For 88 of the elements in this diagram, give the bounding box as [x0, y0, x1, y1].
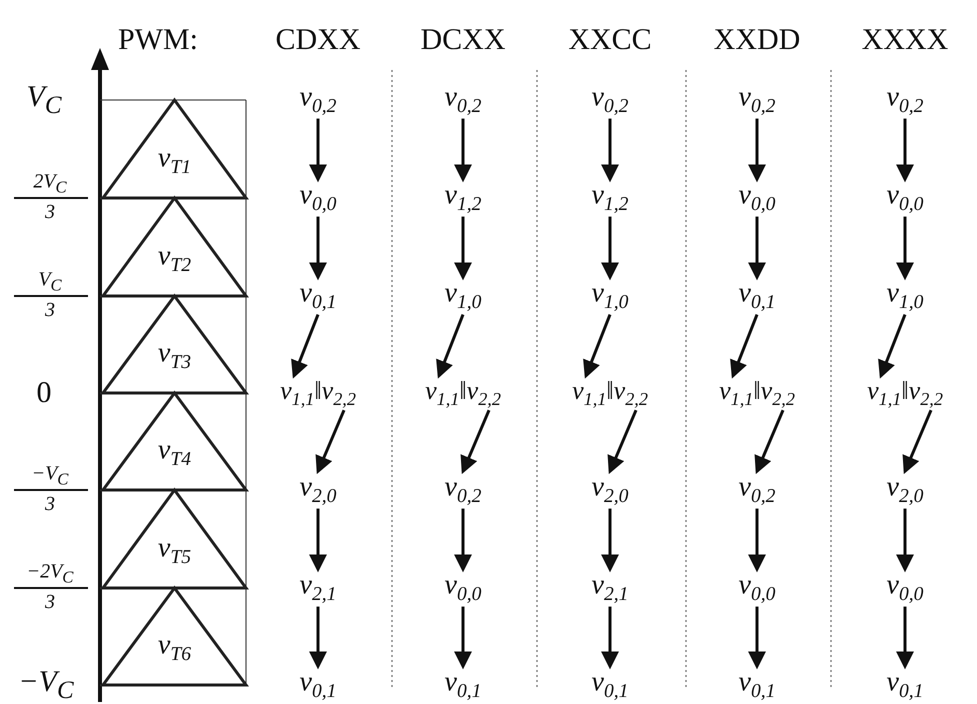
state-label: v$_{0,0}$	[738, 571, 776, 605]
arrow	[601, 118, 619, 182]
arrow	[291, 314, 320, 379]
arrow	[896, 118, 914, 182]
state-label: v$_{0,0}$	[886, 571, 924, 605]
arrow	[454, 118, 472, 182]
state-label: v$_{0,1}$	[444, 668, 482, 702]
arrow	[878, 314, 906, 379]
state-label: v$_{0,2}$	[886, 83, 924, 117]
tick-label: −2V$_{C}$	[26, 562, 74, 586]
carrier-label: v$_{T3}$	[158, 340, 192, 373]
state-label: v$_{0,2}$	[444, 473, 482, 507]
carrier-label: v$_{T6}$	[158, 632, 192, 665]
tick-label: V$_{C}$	[38, 270, 62, 294]
arrow	[583, 314, 612, 379]
arrow	[454, 606, 472, 670]
arrow	[748, 606, 766, 670]
state-label: v$_{0,2}$	[300, 83, 336, 117]
carrier-label: v$_{T4}$	[158, 436, 192, 470]
arrow	[454, 508, 472, 572]
arrow	[896, 508, 914, 572]
arrow	[748, 216, 766, 280]
tick-label: −V$_{C}$	[18, 667, 74, 703]
arrow	[748, 118, 766, 182]
tick-label: 0	[36, 378, 52, 408]
state-label: v$_{2,0}$	[300, 473, 336, 507]
tick-label: 3	[45, 300, 55, 320]
state-label: v$_{0,1}$	[300, 668, 336, 702]
state-label: v$_{2,0}$	[592, 473, 628, 507]
state-label: v$_{2,0}$	[886, 473, 924, 507]
state-label: v$_{0,2}$	[592, 83, 628, 117]
tick-label: 3	[45, 592, 55, 612]
arrow	[460, 410, 490, 474]
arrow	[748, 508, 766, 572]
state-label: v$_{0,1}$	[592, 668, 628, 702]
arrow	[316, 410, 346, 474]
state-label: v$_{0,0}$	[300, 181, 336, 215]
state-label: v$_{0,2}$	[444, 83, 482, 117]
tick-label: −V$_{C}$	[32, 464, 68, 488]
state-label: v$_{1,0}$	[444, 279, 482, 313]
arrow	[436, 314, 464, 379]
arrow	[309, 606, 327, 670]
arrow	[454, 216, 472, 280]
state-label: v$_{0,1}$	[300, 279, 336, 313]
state-label: v$_{0,1}$	[738, 668, 776, 702]
state-label: v$_{1,1}$‖v$_{2,2}$	[867, 378, 943, 408]
state-label: v$_{1,2}$	[444, 181, 482, 215]
arrow	[730, 314, 758, 379]
state-label: v$_{1,1}$‖v$_{2,2}$	[572, 378, 648, 408]
arrow	[309, 508, 327, 572]
state-label: v$_{1,1}$‖v$_{2,2}$	[280, 378, 356, 408]
state-label: v$_{0,2}$	[738, 473, 776, 507]
state-label: v$_{1,1}$‖v$_{2,2}$	[719, 378, 795, 408]
state-label: v$_{1,2}$	[592, 181, 628, 215]
arrow	[902, 410, 932, 474]
arrow	[601, 216, 619, 280]
column-header: XXDD	[714, 25, 800, 55]
arrow	[601, 606, 619, 670]
carrier-label: v$_{T1}$	[158, 144, 192, 178]
carrier-label: v$_{T5}$	[158, 534, 192, 568]
column-header: XXXX	[862, 25, 948, 55]
arrow	[754, 410, 784, 474]
column-header: DCXX	[420, 25, 506, 55]
arrow	[896, 606, 914, 670]
arrow	[601, 508, 619, 572]
carrier-label: v$_{T2}$	[158, 242, 192, 276]
state-label: v$_{0,0}$	[444, 571, 482, 605]
state-label: v$_{0,1}$	[738, 279, 776, 313]
state-label: v$_{2,1}$	[300, 571, 336, 605]
arrow	[608, 410, 638, 474]
tick-label: 2V$_{C}$	[33, 172, 67, 196]
tick-label: 3	[45, 202, 55, 222]
state-label: v$_{0,0}$	[886, 181, 924, 215]
state-label: v$_{0,2}$	[738, 83, 776, 117]
axis-title: PWM:	[118, 25, 198, 55]
arrow	[309, 216, 327, 280]
state-label: v$_{0,0}$	[738, 181, 776, 215]
state-label: v$_{0,1}$	[886, 668, 924, 702]
tick-label: V$_{C}$	[26, 82, 62, 118]
column-header: XXCC	[568, 25, 652, 55]
arrow	[309, 118, 327, 182]
state-label: v$_{1,1}$‖v$_{2,2}$	[425, 378, 501, 408]
arrow	[896, 216, 914, 280]
state-label: v$_{1,0}$	[592, 279, 628, 313]
tick-label: 3	[45, 494, 55, 514]
column-header: CDXX	[276, 25, 360, 55]
state-label: v$_{2,1}$	[592, 571, 628, 605]
state-label: v$_{1,0}$	[886, 279, 924, 313]
